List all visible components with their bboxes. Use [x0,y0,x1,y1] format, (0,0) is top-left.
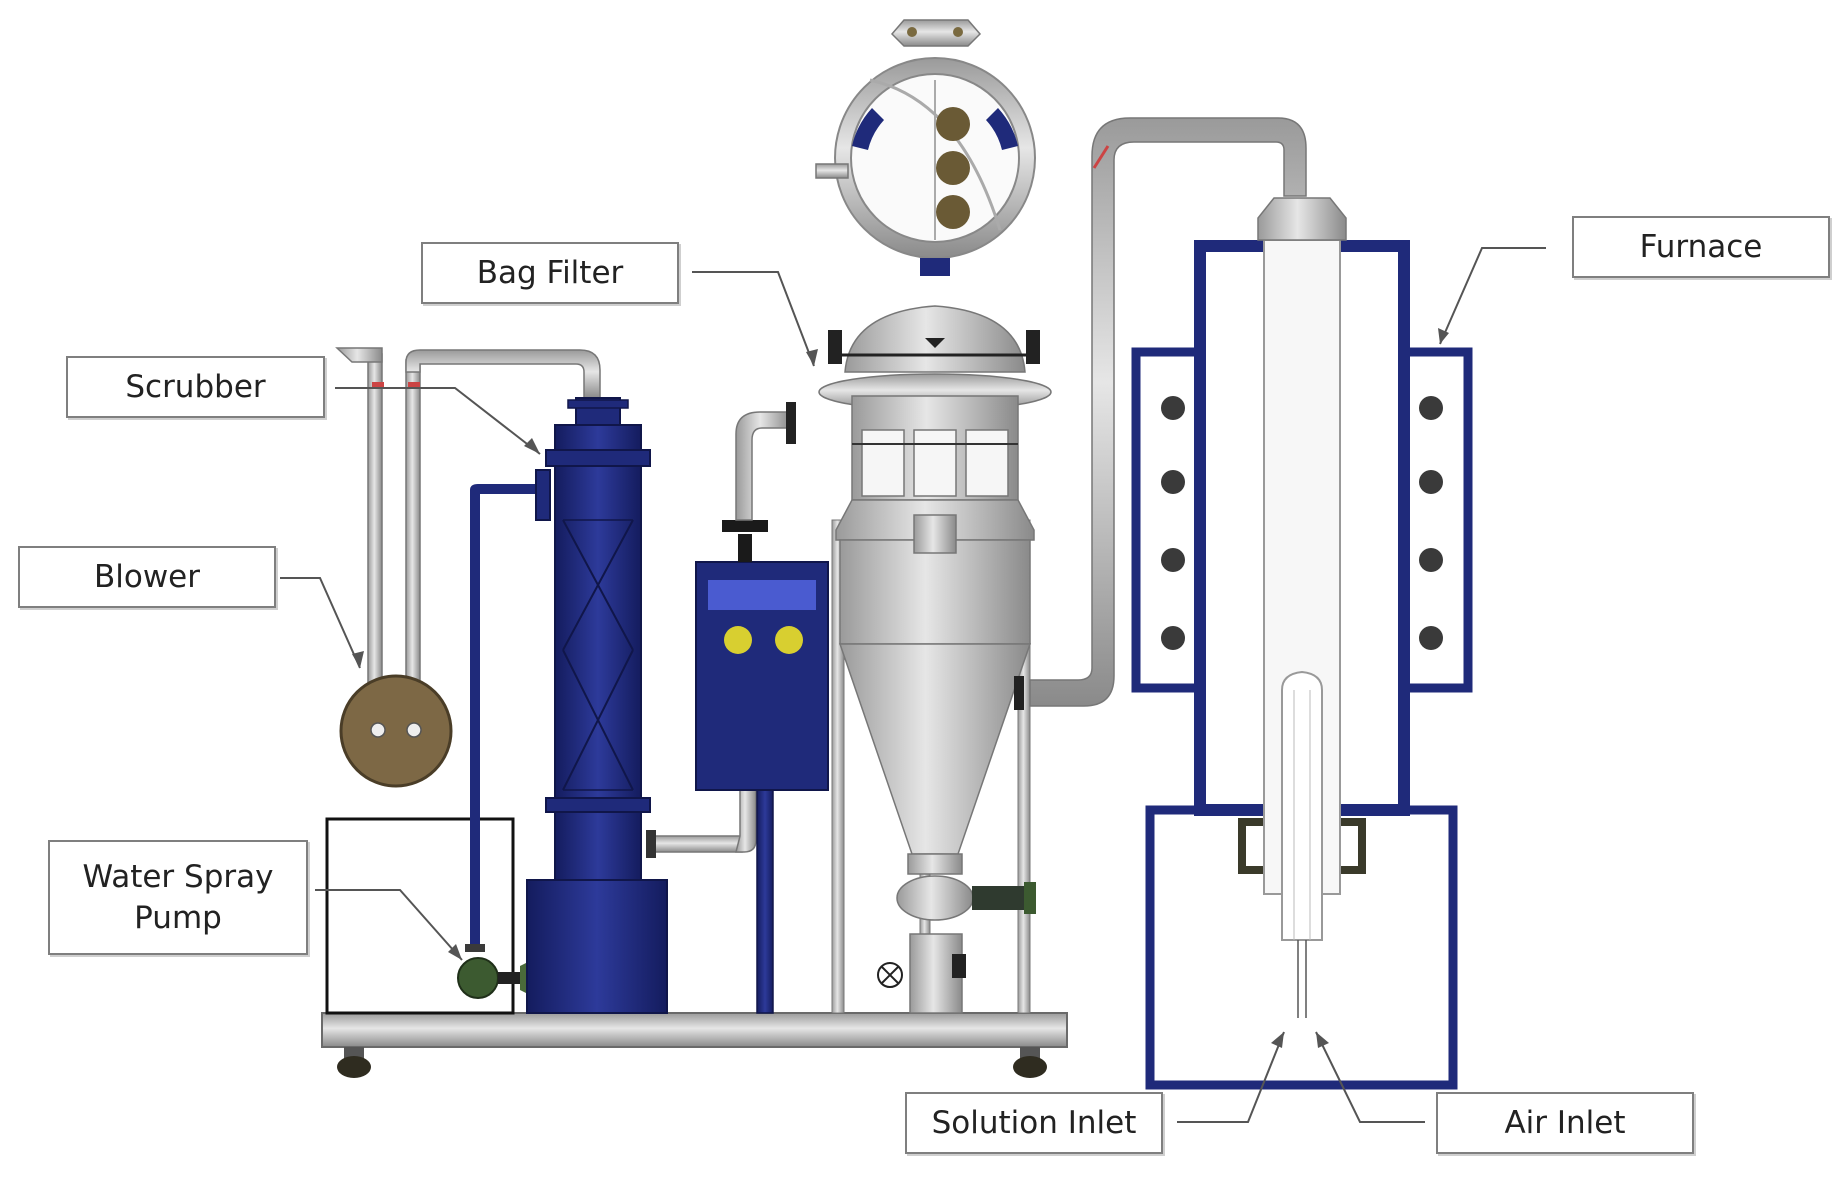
label-bag-filter: Bag Filter [421,242,679,304]
label-furnace-text: Furnace [1639,228,1763,265]
label-air-inlet: Air Inlet [1436,1092,1694,1154]
label-blower: Blower [18,546,276,608]
label-solution-inlet: Solution Inlet [905,1092,1163,1154]
label-air-inlet-text: Air Inlet [1504,1104,1626,1141]
label-bag-filter-text: Bag Filter [476,254,624,291]
furnace [1131,197,1473,1090]
label-water-spray-pump-line2: Pump [134,899,222,936]
leader-lines [280,247,1546,1123]
control-box [695,520,829,1014]
scrubber [526,397,668,1014]
leader-arrowheads [352,328,1449,1048]
wheel-right [1013,1047,1047,1078]
label-solution-inlet-text: Solution Inlet [931,1104,1137,1141]
label-scrubber: Scrubber [66,356,325,418]
pipe-filter-inlet [735,402,796,521]
bag-filter-top-view [815,19,1036,276]
blower-exhaust-pipes [335,347,601,725]
pipe-scrubber-to-filter [646,789,757,858]
blower [339,674,453,788]
label-scrubber-text: Scrubber [125,368,266,405]
bag-filter [818,117,1307,1014]
label-blower-text: Blower [93,558,201,595]
water-spray-pump [457,484,540,999]
wheel-left [337,1047,371,1078]
label-water-spray-pump-line1: Water Spray [82,859,274,896]
label-water-spray-pump: Water Spray Pump [48,840,308,955]
base-platform [321,1012,1068,1048]
label-furnace: Furnace [1572,216,1830,278]
